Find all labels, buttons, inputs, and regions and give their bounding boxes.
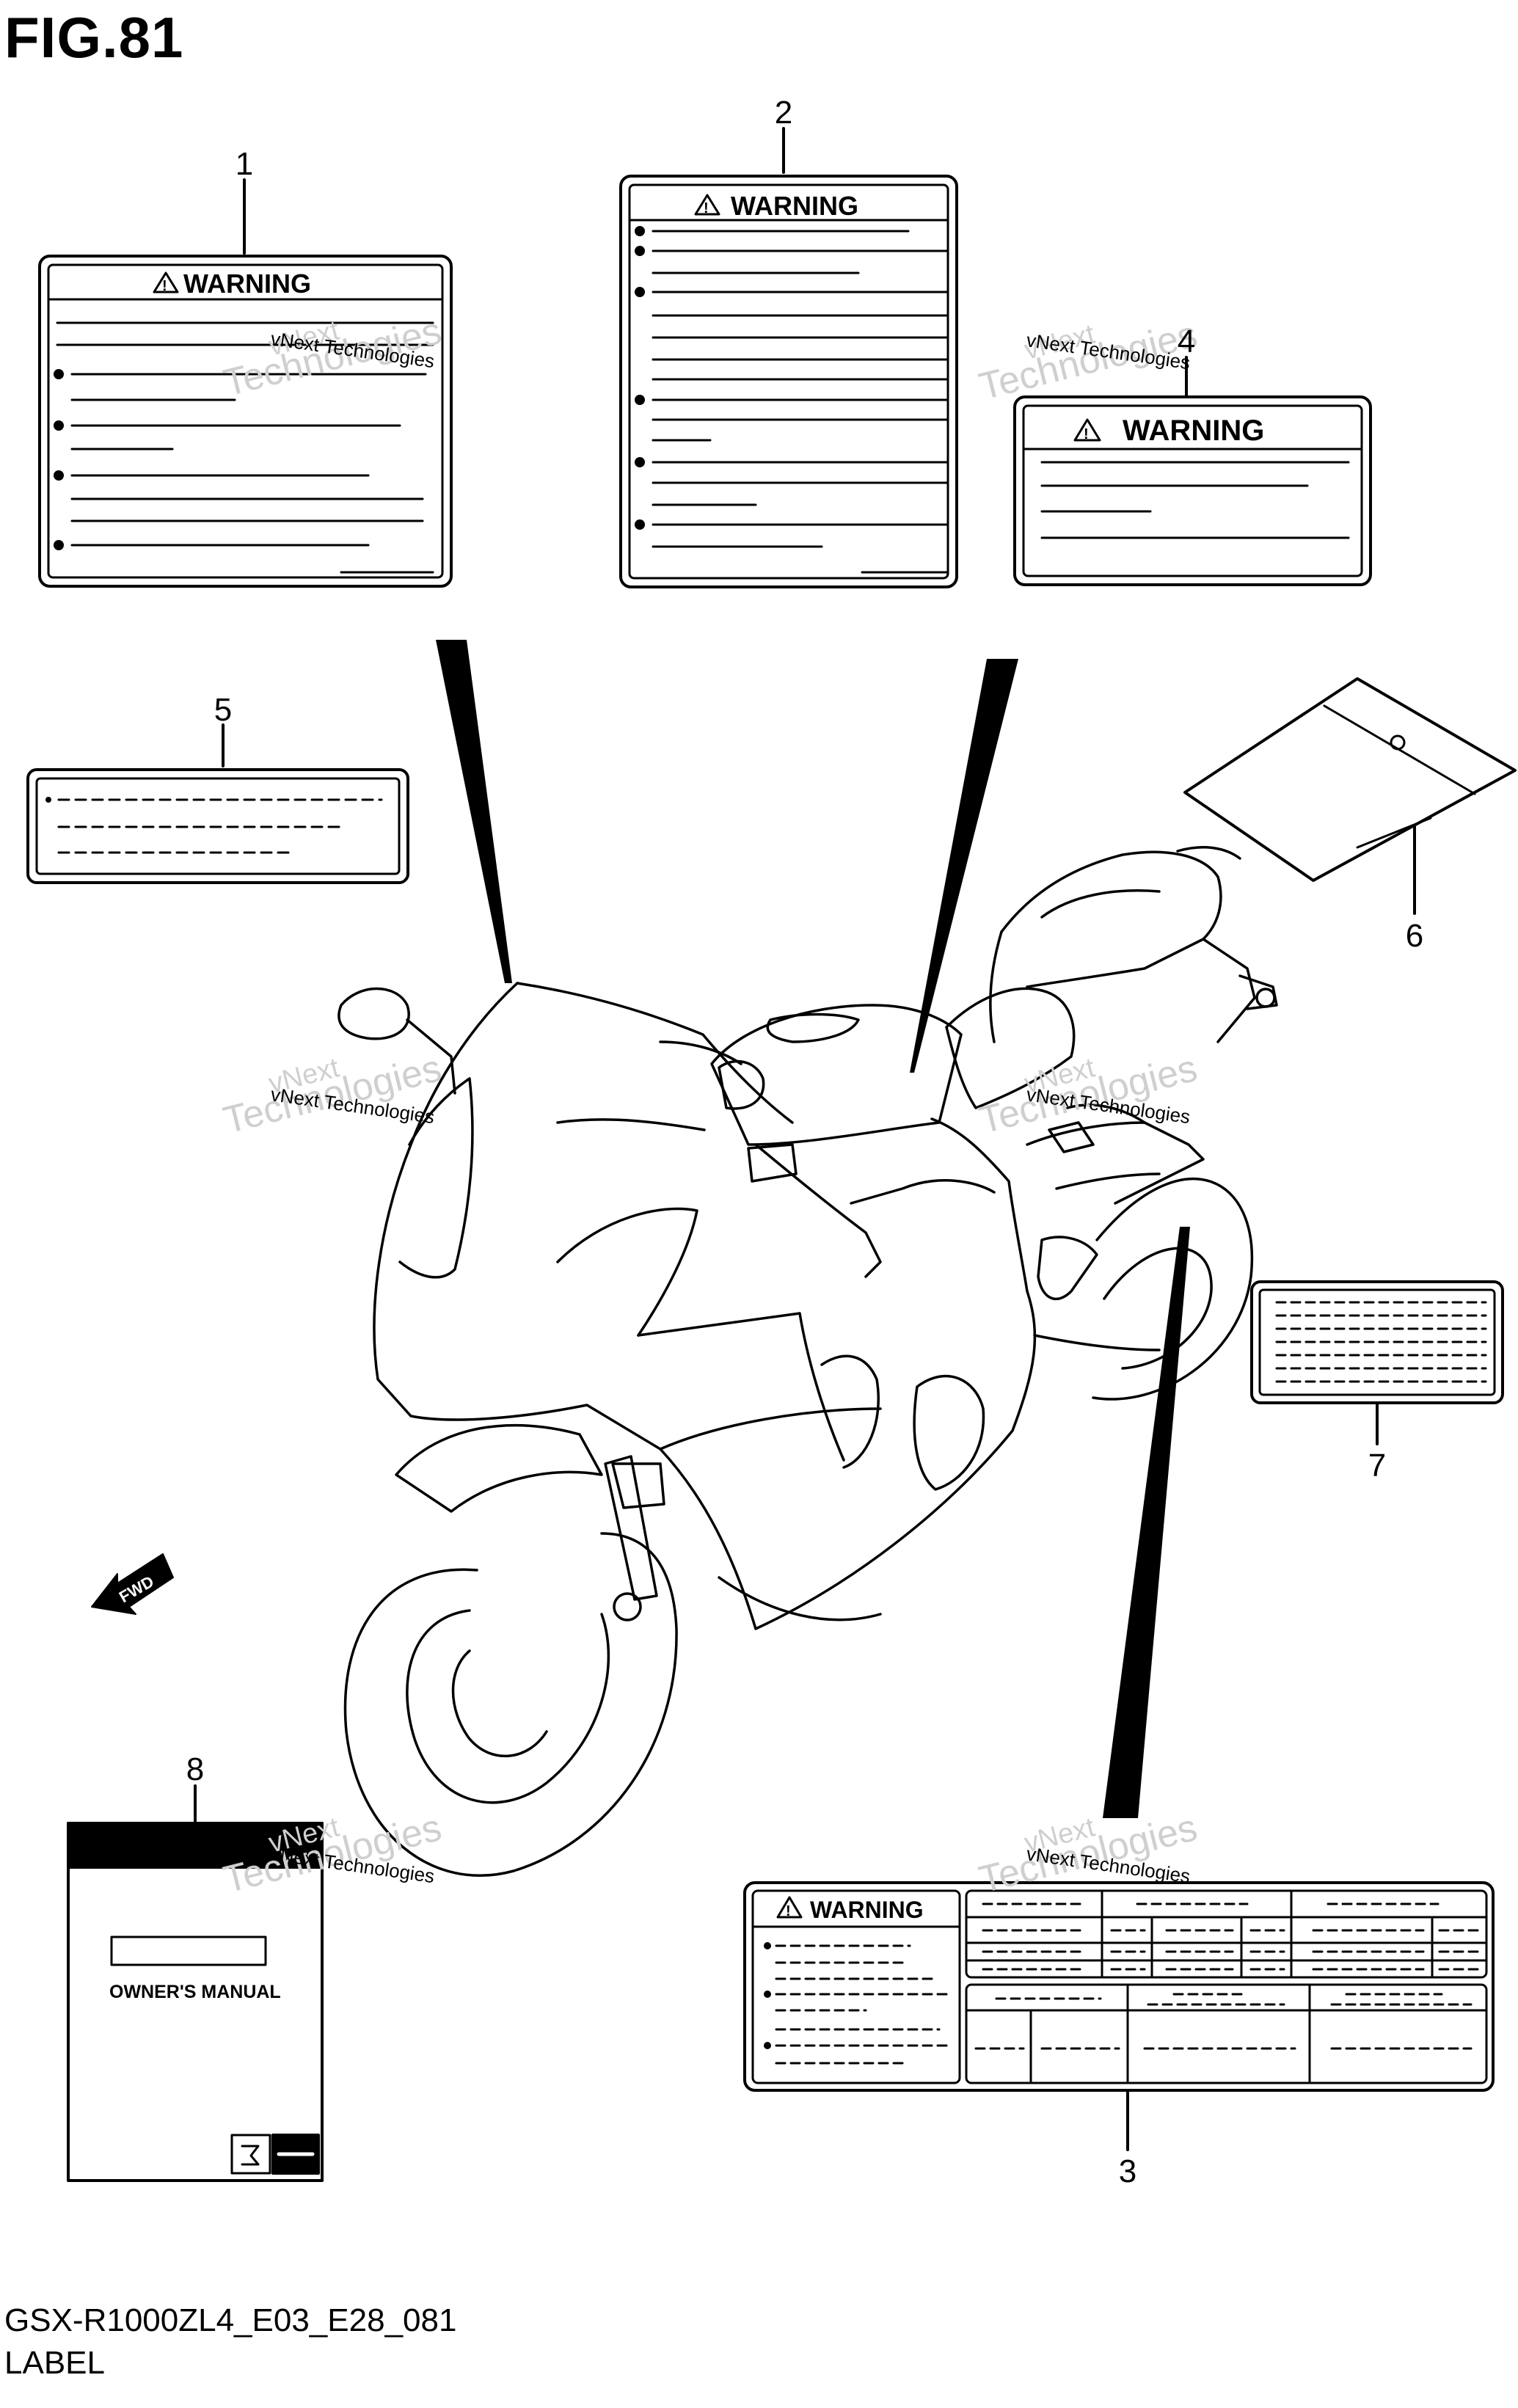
callout-8: 8 bbox=[186, 1751, 204, 1787]
callout-2: 2 bbox=[775, 95, 792, 131]
caution-label-5 bbox=[26, 723, 409, 884]
warning-text-1: WARNING bbox=[183, 269, 311, 299]
warning-label-1 bbox=[38, 178, 453, 588]
spec-label-7 bbox=[1250, 1280, 1504, 1445]
motorcycle bbox=[337, 846, 1278, 1877]
callout-1: 1 bbox=[236, 146, 253, 182]
model-code: GSX-R1000ZL4_E03_E28_081 bbox=[4, 2302, 457, 2338]
exclamation-icon: ! bbox=[1084, 426, 1089, 442]
tag-label-6 bbox=[1183, 677, 1517, 915]
callout-7: 7 bbox=[1368, 1448, 1386, 1484]
warning-text-4: WARNING bbox=[1123, 415, 1264, 447]
figure-title: FIG.81 bbox=[4, 5, 184, 70]
fwd-arrow-icon bbox=[91, 1553, 174, 1615]
exclamation-icon: ! bbox=[162, 278, 167, 294]
manual-title: OWNER'S MANUAL bbox=[109, 1982, 281, 2002]
warning-label-2 bbox=[619, 127, 958, 588]
exclamation-icon: ! bbox=[786, 1903, 791, 1919]
callout-4: 4 bbox=[1178, 324, 1195, 360]
warning-text-2: WARNING bbox=[731, 191, 858, 221]
exclamation-icon: ! bbox=[704, 200, 709, 216]
label-texts: WARNING WARNING WARNING WARNING OWNER'S … bbox=[109, 191, 1264, 2002]
owners-manual-8 bbox=[67, 1784, 324, 2182]
leader-wedges bbox=[436, 640, 1190, 1818]
tire-warning-label-3 bbox=[743, 1881, 1495, 2151]
warning-label-4 bbox=[1013, 356, 1372, 586]
callout-3: 3 bbox=[1119, 2153, 1136, 2189]
callout-5: 5 bbox=[214, 692, 232, 728]
warning-text-3: WARNING bbox=[810, 1897, 924, 1923]
callout-6: 6 bbox=[1406, 918, 1423, 954]
warning-triangle-icons: ! ! ! ! bbox=[162, 200, 1089, 1919]
section-name: LABEL bbox=[4, 2345, 105, 2381]
callout-numbers: 1 2 3 4 5 6 7 8 bbox=[186, 95, 1423, 2189]
